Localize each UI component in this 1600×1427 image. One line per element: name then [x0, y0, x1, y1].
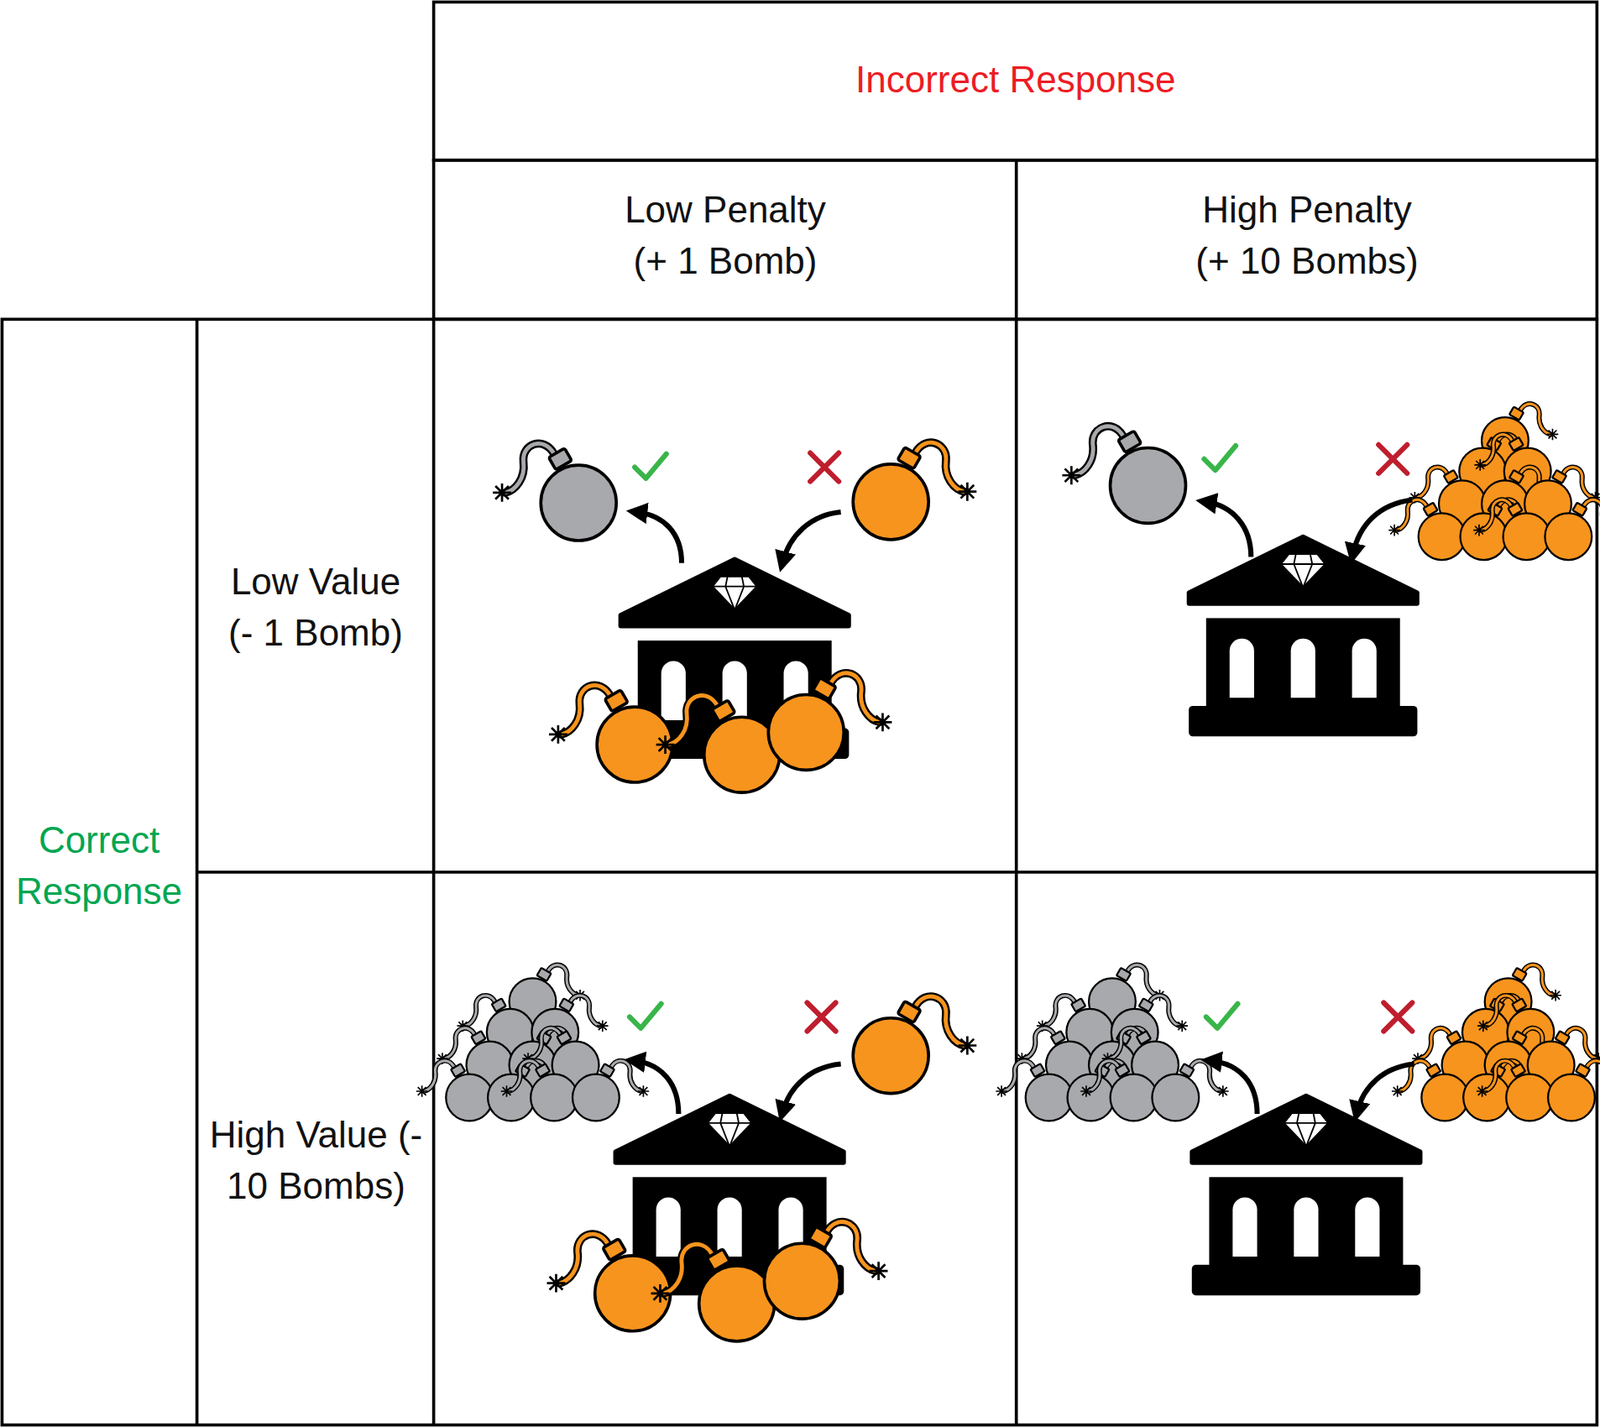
low-high-scene [1061, 403, 1600, 737]
column-heading: Low Penalty (+ 1 Bomb) [622, 183, 829, 287]
low-low-scene [492, 442, 977, 793]
high-high-scene [995, 964, 1600, 1296]
column-heading: High Penalty (+ 10 Bombs) [1192, 183, 1422, 287]
row-heading: High Value (- 10 Bombs) [206, 1108, 426, 1212]
row-heading: Low Value (- 1 Bomb) [225, 555, 406, 659]
column-group-heading: Incorrect Response [855, 53, 1177, 105]
high-low-scene [416, 964, 977, 1341]
row-group-heading: Correct Response [4, 814, 194, 917]
